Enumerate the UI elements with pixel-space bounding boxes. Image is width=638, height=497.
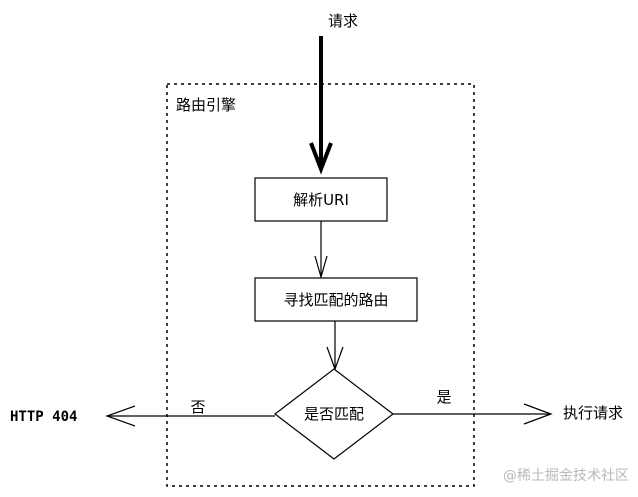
routing-engine-label: 路由引擎	[176, 96, 236, 114]
routing-engine-container	[166, 83, 475, 487]
no-branch-arrow	[105, 405, 275, 427]
yes-label: 是	[436, 388, 451, 406]
parse-uri-label: 解析URI	[293, 191, 349, 209]
find-route-label: 寻找匹配的路由	[283, 291, 388, 309]
find-route-box	[254, 277, 418, 322]
find-to-decision-arrow	[326, 321, 344, 371]
yes-branch-arrow	[393, 403, 553, 425]
request-label: 请求	[328, 12, 358, 30]
match-decision-label: 是否匹配	[304, 405, 364, 423]
no-label: 否	[190, 398, 205, 416]
match-decision-diamond	[274, 368, 394, 460]
request-arrow	[309, 36, 333, 175]
execute-request-outcome: 执行请求	[563, 404, 623, 422]
http-404-outcome: HTTP 404	[10, 409, 77, 425]
watermark: @稀土掘金技术社区	[503, 468, 629, 484]
parse-to-find-arrow	[314, 221, 328, 280]
